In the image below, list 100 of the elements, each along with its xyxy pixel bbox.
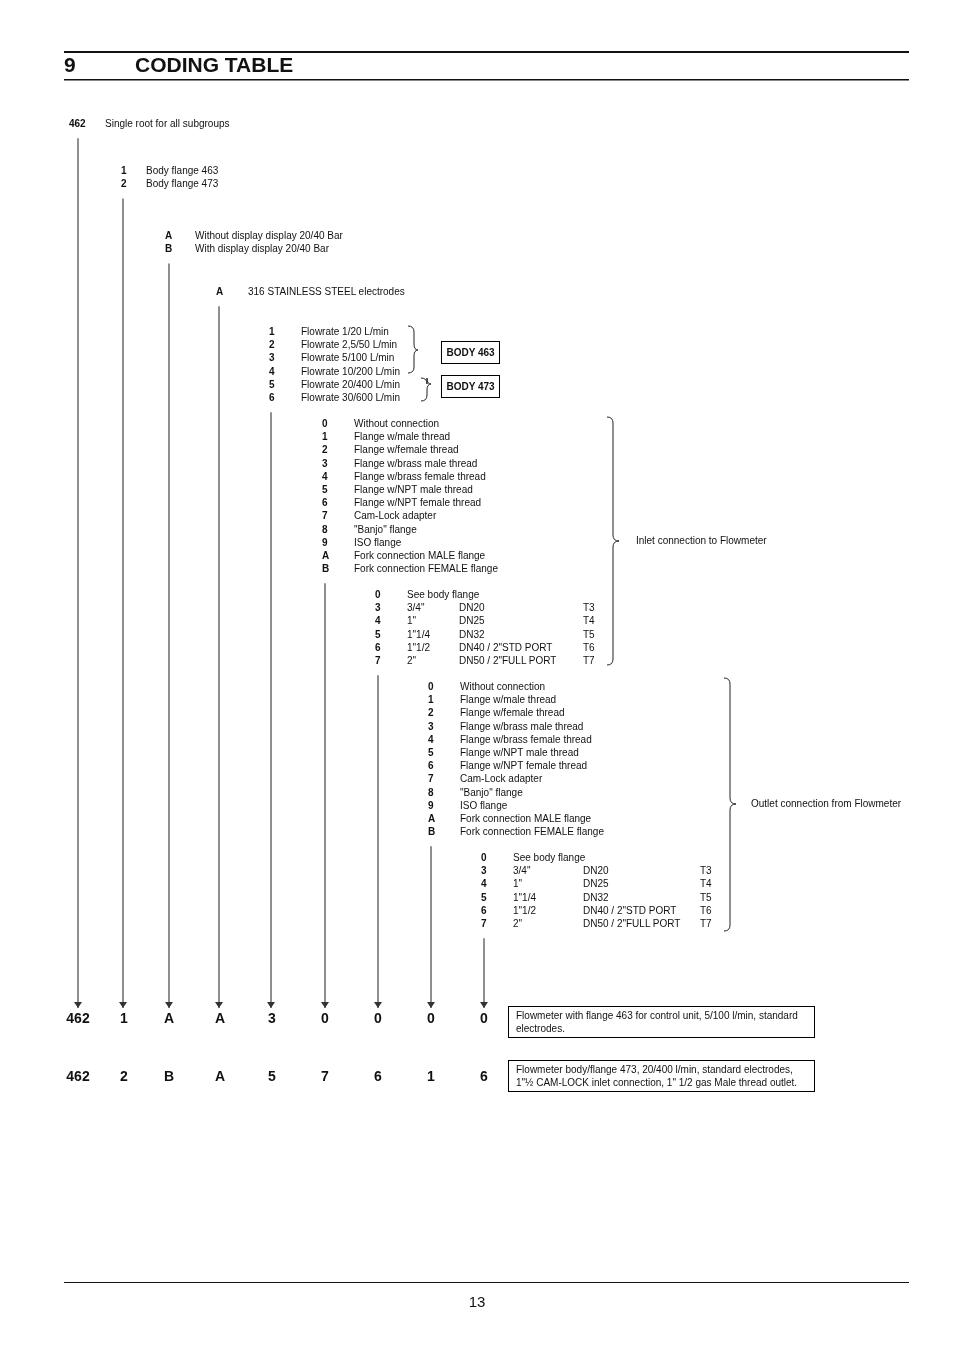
example-code: 5 <box>268 1068 276 1084</box>
option-code: 4 <box>428 732 434 746</box>
option-description: Body flange 463 <box>146 164 219 178</box>
size-code: T6 <box>583 640 595 654</box>
option-code: B <box>165 242 173 256</box>
option-description: Flange w/NPT male thread <box>354 482 473 497</box>
option-code: 4 <box>481 877 487 891</box>
option-code: 4 <box>269 364 275 378</box>
size-code: T4 <box>700 877 712 891</box>
option-code: 6 <box>269 390 275 405</box>
option-code: 0 <box>322 417 328 431</box>
size-code: T3 <box>700 864 712 878</box>
option-description: Cam-Lock adapter <box>460 772 543 786</box>
example-code: 7 <box>321 1068 329 1084</box>
group-description: Inlet connection to Flowmeter <box>636 535 767 546</box>
option-code: 5 <box>428 745 434 760</box>
option-code: 6 <box>322 496 328 510</box>
example-code: 6 <box>480 1068 488 1084</box>
example-code: 0 <box>480 1010 488 1026</box>
option-description: Fork connection MALE flange <box>354 548 486 563</box>
arrow <box>119 197 127 1009</box>
body-tag: BODY 463 <box>441 341 500 364</box>
option-code: 0 <box>375 588 381 602</box>
option-code: 5 <box>375 627 381 641</box>
example-code: A <box>163 1010 175 1026</box>
example-code: 1 <box>427 1068 435 1084</box>
option-code: 3 <box>481 864 487 878</box>
option-code: 6 <box>428 759 434 773</box>
option-description: Without connection <box>460 680 546 694</box>
example-code: 462 <box>66 1068 90 1084</box>
option-description: Flange w/NPT female thread <box>460 759 588 773</box>
body-tag: BODY 473 <box>441 375 500 398</box>
option-code: 8 <box>428 785 434 799</box>
nominal-diameter: DN50 / 2"FULL PORT <box>583 916 681 931</box>
option-code: 1 <box>121 164 127 178</box>
option-code: B <box>428 825 436 839</box>
option-code: 6 <box>375 640 381 654</box>
group-description: Outlet connection from Flowmeter <box>751 798 902 809</box>
arrow <box>321 582 329 1009</box>
example-code: 1 <box>120 1010 128 1026</box>
option-description: Without connection <box>354 417 440 431</box>
option-description: See body flange <box>513 851 586 865</box>
example-code: A <box>214 1068 226 1084</box>
option-description: Flowrate 10/200 L/min <box>301 364 400 378</box>
option-description: "Banjo" flange <box>354 522 417 536</box>
option-code: 3 <box>428 719 434 733</box>
arrow <box>215 305 223 1009</box>
option-description: Flange w/brass female thread <box>460 732 592 746</box>
option-code: 0 <box>428 680 434 694</box>
option-code: 3 <box>322 456 328 470</box>
option-description: With display display 20/40 Bar <box>195 242 329 256</box>
option-description: Body flange 473 <box>146 177 219 191</box>
option-code: 7 <box>375 653 381 668</box>
size-code: T6 <box>700 903 712 917</box>
size-code: T7 <box>700 916 712 931</box>
example-code: 3 <box>268 1010 276 1026</box>
option-description: Flowrate 1/20 L/min <box>301 325 389 339</box>
option-description: Without display display 20/40 Bar <box>195 229 343 243</box>
option-code: 0 <box>481 851 487 865</box>
example-code: 2 <box>120 1068 128 1084</box>
option-code: 5 <box>322 482 328 497</box>
nominal-diameter: DN25 <box>459 614 485 628</box>
example-code: A <box>214 1010 226 1026</box>
option-code: A <box>428 811 436 826</box>
option-description: 3/4" <box>513 864 531 878</box>
option-code: 5 <box>481 890 487 904</box>
option-description: Flowrate 30/600 L/min <box>301 390 400 405</box>
option-description: 2" <box>513 916 523 931</box>
option-description: 2" <box>407 653 417 668</box>
option-code: 1 <box>428 693 434 707</box>
option-code: 1 <box>269 325 275 339</box>
option-code: 7 <box>428 772 434 786</box>
option-code: 2 <box>322 443 328 457</box>
example-code: 0 <box>374 1010 382 1026</box>
example-code: 0 <box>427 1010 435 1026</box>
option-code: 7 <box>481 916 487 931</box>
nominal-diameter: DN40 / 2"STD PORT <box>583 903 677 917</box>
option-code: A <box>165 229 173 243</box>
option-code: 2 <box>121 177 127 191</box>
option-description: Flange w/NPT female thread <box>354 496 482 510</box>
option-description: 1" <box>407 614 417 628</box>
arrow <box>427 845 435 1009</box>
option-code: 9 <box>428 798 434 812</box>
size-code: T3 <box>583 601 595 615</box>
nominal-diameter: DN32 <box>459 627 485 641</box>
option-description: Fork connection FEMALE flange <box>460 825 604 839</box>
option-code: 4 <box>375 614 381 628</box>
option-code: 1 <box>322 430 328 444</box>
arrow <box>74 137 82 1009</box>
nominal-diameter: DN50 / 2"FULL PORT <box>459 653 557 668</box>
size-code: T4 <box>583 614 595 628</box>
section-number: 9 <box>64 53 76 77</box>
example-code: 462 <box>66 1010 90 1026</box>
example-code: 6 <box>374 1068 382 1084</box>
nominal-diameter: DN20 <box>583 864 609 878</box>
option-description: Flange w/female thread <box>460 706 565 720</box>
option-code: 2 <box>428 706 434 720</box>
nominal-diameter: DN32 <box>583 890 609 904</box>
arrow <box>267 411 275 1009</box>
option-code: A <box>216 285 224 299</box>
